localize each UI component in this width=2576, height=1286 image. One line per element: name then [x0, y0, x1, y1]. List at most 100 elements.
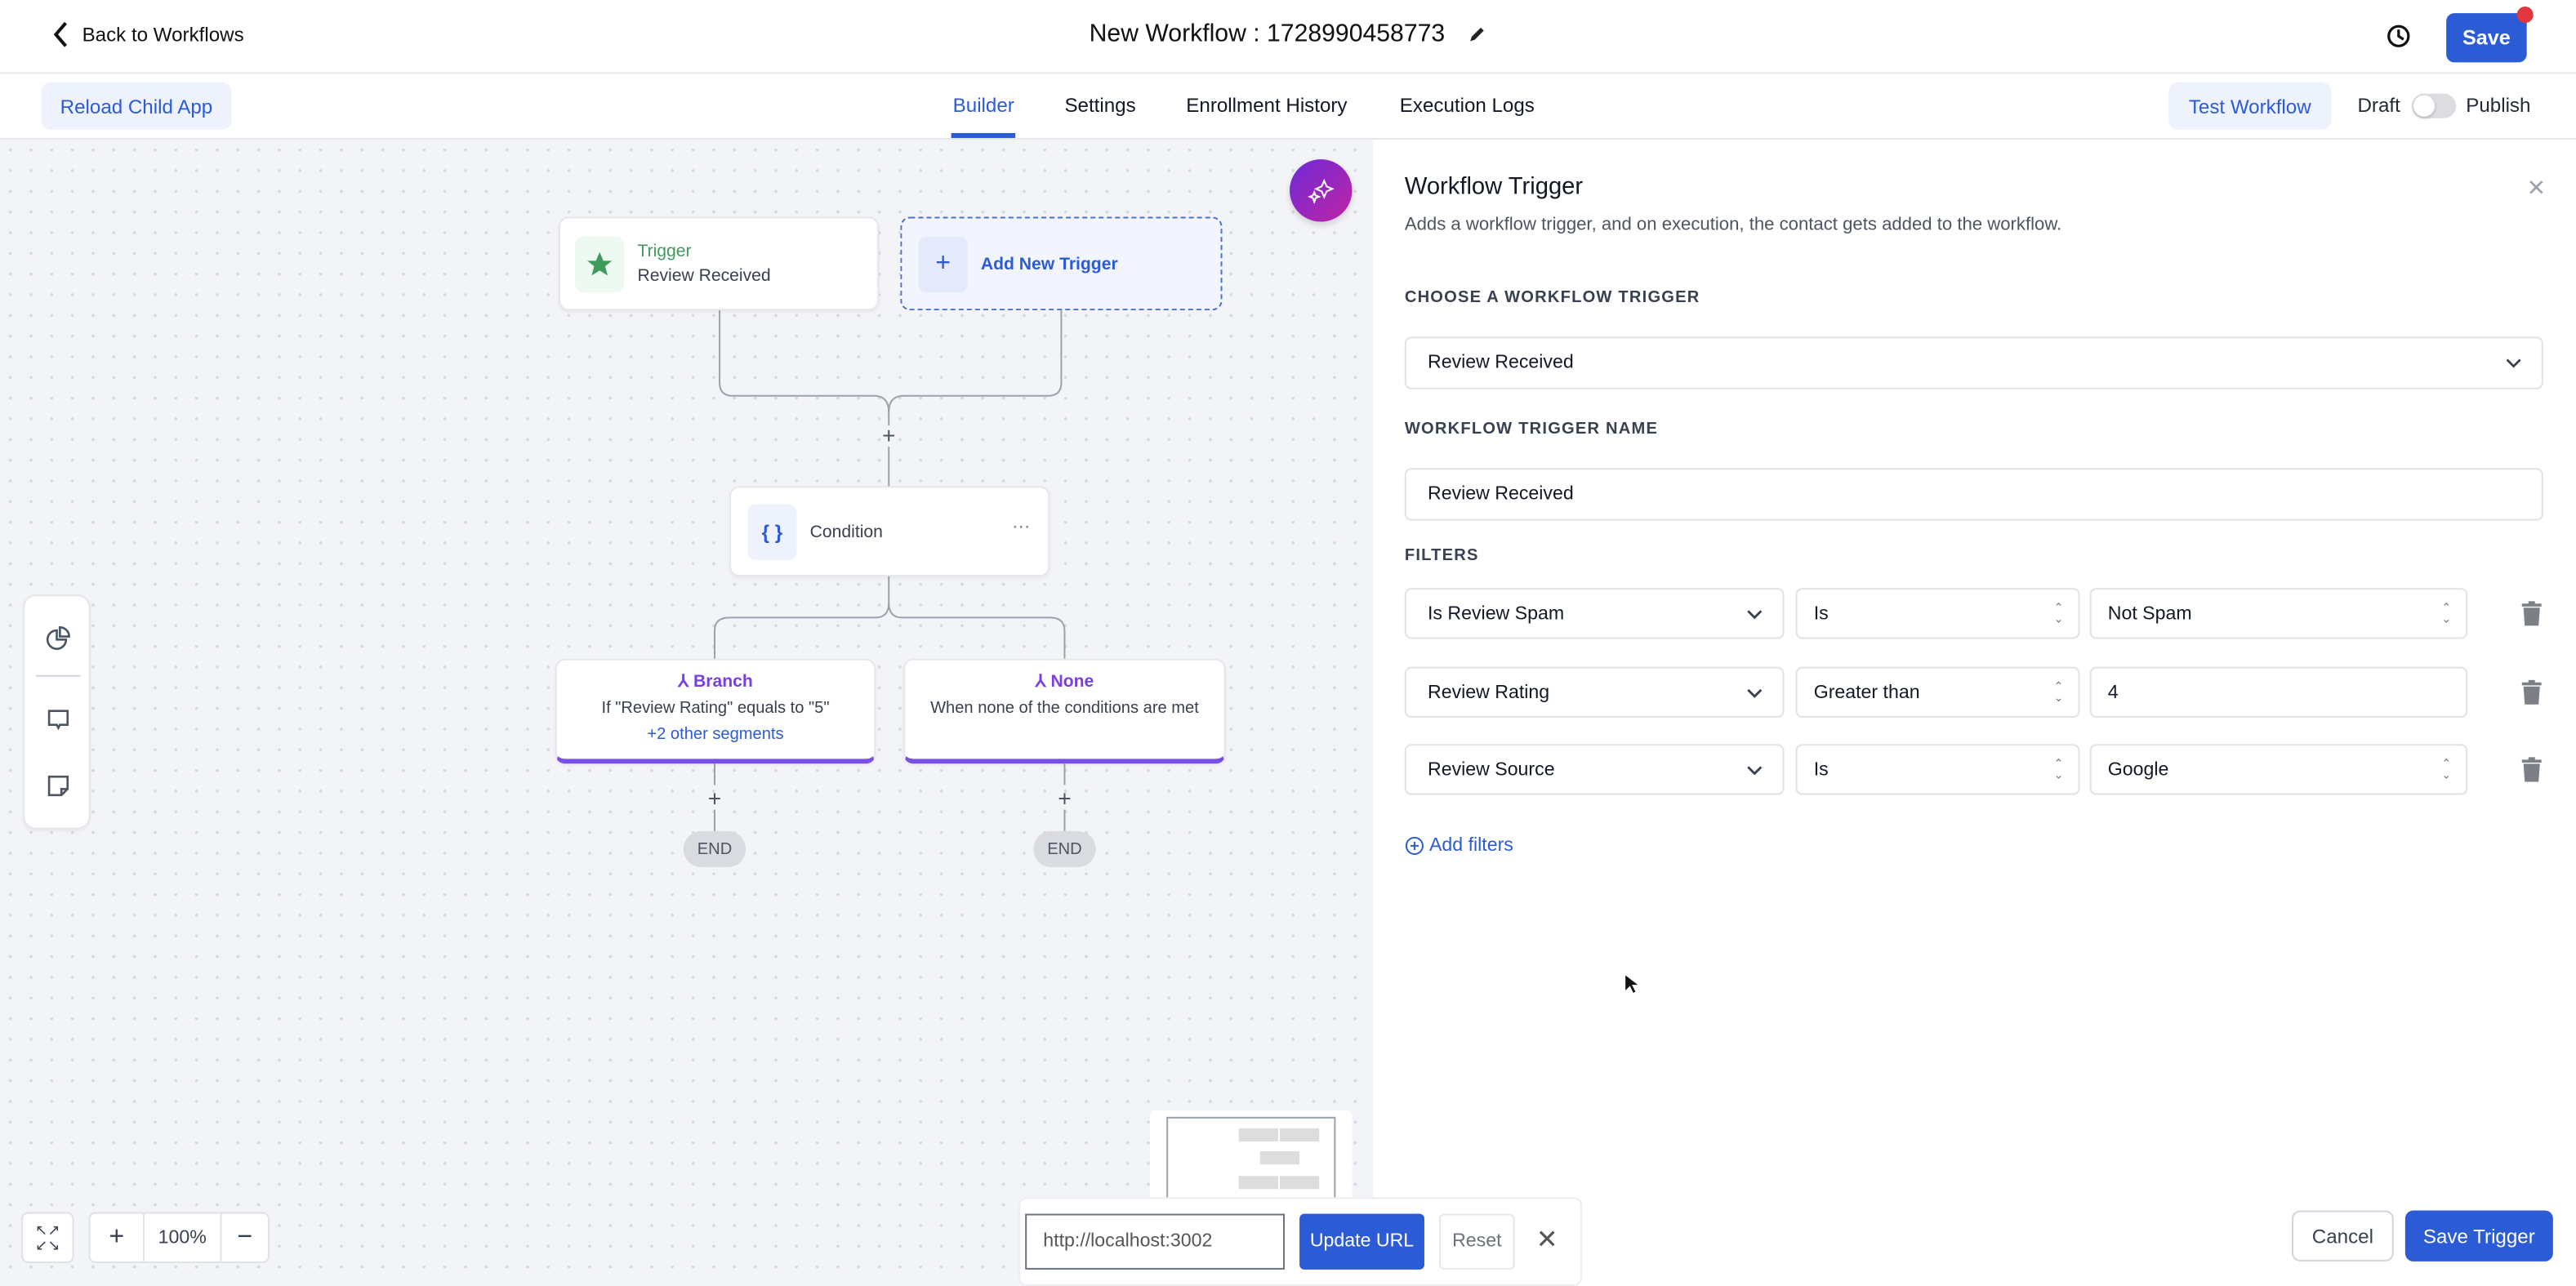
filter-field-select[interactable]: Is Review Spam: [1404, 588, 1785, 639]
fit-view-button[interactable]: ↖↗↙↘: [21, 1212, 74, 1263]
ai-assistant-button[interactable]: [1290, 159, 1353, 222]
edit-pencil-icon[interactable]: [1468, 24, 1486, 42]
branch-split-icon: ⅄: [678, 671, 694, 692]
cancel-label: Cancel: [2311, 1224, 2373, 1248]
trigger-type-value: Review Received: [1427, 353, 1574, 373]
chevron-left-icon: [53, 21, 67, 47]
end-node: END: [1033, 830, 1096, 868]
filter-value-select[interactable]: Not Spam⌃⌄: [2089, 588, 2468, 639]
add-filters-button[interactable]: Add filters: [1405, 836, 1513, 856]
tab-execution-logs[interactable]: Execution Logs: [1399, 93, 1535, 117]
none-branch-description: When none of the conditions are met: [930, 699, 1199, 719]
trash-icon[interactable]: [2521, 757, 2542, 782]
up-down-chevron-icon: ⌃⌄: [2053, 602, 2064, 625]
chevron-down-icon: [1747, 765, 1763, 775]
url-input[interactable]: [1025, 1213, 1285, 1270]
branch-description: If "Review Rating" equals to "5": [601, 699, 830, 719]
reload-child-app-button[interactable]: Reload Child App: [41, 82, 232, 130]
dev-url-bar: Update URL Reset ✕: [1018, 1197, 1583, 1286]
other-segments-link[interactable]: +2 other segments: [647, 726, 784, 745]
close-url-bar-icon[interactable]: ✕: [1535, 1226, 1558, 1255]
choose-trigger-label: CHOOSE A WORKFLOW TRIGGER: [1404, 289, 1700, 308]
add-filters-label: Add filters: [1429, 835, 1513, 856]
publish-toggle[interactable]: [2411, 93, 2457, 118]
add-new-trigger-node[interactable]: + Add New Trigger: [900, 216, 1223, 311]
back-label: Back to Workflows: [82, 23, 244, 47]
trigger-type-select[interactable]: Review Received: [1404, 336, 2543, 389]
panel-subtitle: Adds a workflow trigger, and on executio…: [1404, 215, 2062, 235]
trigger-node-name: Review Received: [637, 265, 771, 287]
filter-operator-value: Is: [1813, 759, 1829, 780]
save-button[interactable]: Save: [2446, 13, 2527, 63]
filter-field-value: Review Rating: [1427, 682, 1550, 702]
workflow-trigger-panel: Workflow Trigger ✕ Adds a workflow trigg…: [1373, 139, 2576, 1286]
back-to-workflows-link[interactable]: Back to Workflows: [52, 21, 244, 47]
up-down-chevron-icon: ⌃⌄: [2053, 758, 2064, 781]
filter-value-input[interactable]: 4: [2089, 666, 2468, 719]
trigger-node[interactable]: Trigger Review Received: [558, 216, 880, 311]
filter-value-select[interactable]: Google ⌃⌄: [2089, 744, 2468, 795]
update-url-button[interactable]: Update URL: [1299, 1213, 1424, 1270]
close-panel-icon[interactable]: ✕: [2526, 174, 2547, 201]
save-trigger-label: Save Trigger: [2422, 1224, 2535, 1248]
tab-builder[interactable]: Builder: [952, 93, 1014, 117]
sticky-note-icon[interactable]: [46, 773, 70, 798]
toolbar-divider: [36, 674, 81, 677]
reset-button[interactable]: Reset: [1439, 1213, 1515, 1270]
tab-enrollment-history[interactable]: Enrollment History: [1186, 93, 1348, 117]
minimap-viewport[interactable]: [1166, 1116, 1336, 1209]
none-branch-node[interactable]: ⅄ None When none of the conditions are m…: [903, 658, 1226, 764]
add-step-plus-icon[interactable]: +: [707, 785, 722, 812]
none-branch-title: None: [1050, 671, 1094, 692]
filter-operator-select[interactable]: Greater than⌃⌄: [1795, 666, 2080, 719]
up-down-chevron-icon: ⌃⌄: [2053, 680, 2064, 704]
minimap[interactable]: [1150, 1110, 1353, 1209]
trash-icon[interactable]: [2521, 601, 2542, 626]
chevron-down-icon: [1747, 609, 1763, 619]
cancel-button[interactable]: Cancel: [2292, 1210, 2394, 1262]
publish-label: Publish: [2466, 93, 2531, 117]
filter-operator-select[interactable]: Is ⌃⌄: [1795, 744, 2080, 795]
add-step-plus-icon[interactable]: +: [881, 421, 896, 449]
zoom-in-button[interactable]: +: [91, 1213, 145, 1262]
filter-field-select[interactable]: Review Rating: [1404, 666, 1785, 719]
chevron-down-icon: [2506, 358, 2521, 368]
filter-value: 4: [2107, 682, 2119, 702]
filter-operator-value: Is: [1813, 603, 1829, 624]
star-icon: [587, 251, 613, 275]
branch-node[interactable]: ⅄ Branch If "Review Rating" equals to "5…: [555, 658, 876, 764]
test-workflow-button[interactable]: Test Workflow: [2168, 82, 2332, 130]
trigger-name-input[interactable]: [1404, 468, 2543, 521]
filter-operator-select[interactable]: Is ⌃⌄: [1795, 588, 2080, 639]
plus-circle-icon: [1405, 836, 1424, 855]
filter-value: Google: [2107, 759, 2169, 780]
up-down-chevron-icon: ⌃⌄: [2441, 602, 2452, 625]
mouse-cursor-icon: [1624, 972, 1640, 995]
trigger-node-title: Trigger: [637, 241, 692, 261]
reload-label: Reload Child App: [60, 94, 213, 118]
save-trigger-button[interactable]: Save Trigger: [2404, 1210, 2553, 1262]
zoom-out-button[interactable]: −: [237, 1222, 253, 1251]
curly-braces-icon: { }: [747, 503, 797, 559]
condition-label: Condition: [809, 521, 883, 541]
sub-bar: Reload Child App Builder Settings Enroll…: [0, 74, 2576, 140]
expand-arrows-icon: ↖↗↙↘: [35, 1221, 60, 1253]
up-down-chevron-icon: ⌃⌄: [2441, 758, 2452, 781]
history-icon[interactable]: [2386, 23, 2412, 49]
panel-title: Workflow Trigger: [1404, 174, 1584, 201]
filter-field-select[interactable]: Review Source: [1404, 744, 1785, 795]
draft-label: Draft: [2357, 93, 2400, 117]
plus-icon: +: [918, 235, 968, 292]
add-step-plus-icon[interactable]: +: [1058, 785, 1072, 812]
filter-field-value: Review Source: [1427, 759, 1555, 780]
workflow-canvas[interactable]: Trigger Review Received + Add New Trigge…: [0, 139, 1374, 1286]
comment-icon[interactable]: [46, 708, 70, 732]
condition-node[interactable]: { } Condition ···: [729, 486, 1050, 577]
trigger-name-label: WORKFLOW TRIGGER NAME: [1404, 420, 1659, 439]
stats-pie-icon[interactable]: [46, 625, 70, 650]
filter-field-value: Is Review Spam: [1427, 603, 1565, 624]
trash-icon[interactable]: [2521, 679, 2542, 705]
tab-settings[interactable]: Settings: [1064, 93, 1136, 117]
more-options-icon[interactable]: ···: [1012, 517, 1031, 537]
update-url-label: Update URL: [1309, 1231, 1415, 1252]
